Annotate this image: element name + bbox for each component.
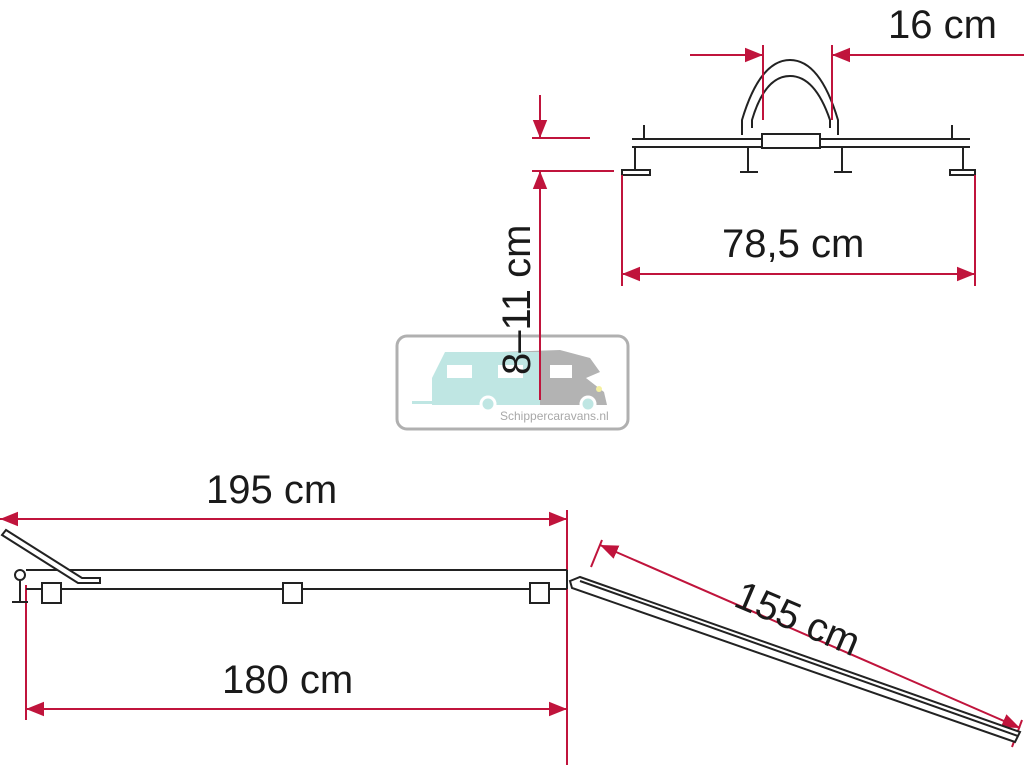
label-rack-height: 8–11 cm (495, 224, 539, 375)
label-total-length: 195 cm (206, 468, 338, 512)
label-rail-width: 16 cm (888, 3, 997, 47)
dimension-lines (0, 45, 1024, 765)
label-rack-width: 78,5 cm (722, 222, 865, 266)
rack-top-view (621, 58, 976, 176)
watermark-logo (395, 334, 630, 431)
watermark-text: Schippercaravans.nl (500, 409, 609, 423)
label-rail-length: 180 cm (222, 658, 354, 702)
ladder-side-view (0, 528, 1022, 744)
